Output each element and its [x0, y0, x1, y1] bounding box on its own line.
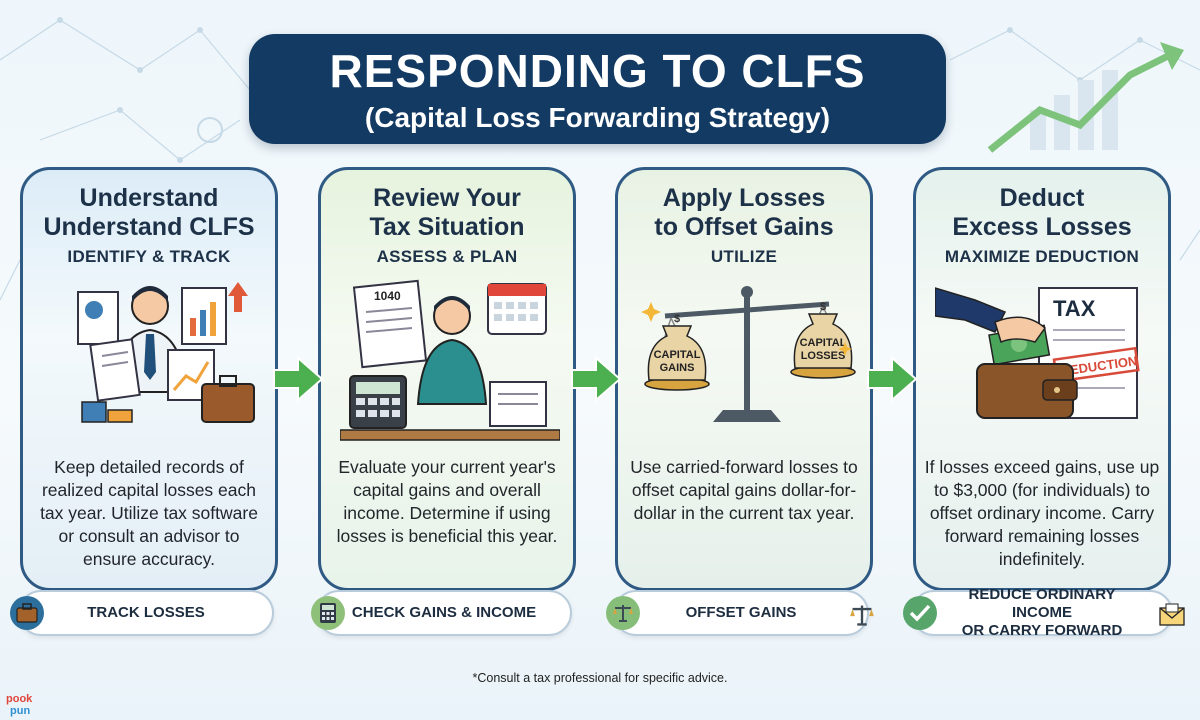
card-heading: Deduct Excess Losses — [922, 184, 1162, 242]
reduce-income-pill: REDUCE ORDINARY INCOME OR CARRY FORWARD — [911, 586, 1173, 639]
card-heading: Review Your Tax Situation — [327, 184, 567, 242]
bag-label-capital-right: CAPITAL — [800, 337, 847, 349]
card-heading-line1: Review Your — [373, 184, 521, 212]
card-heading-line2: Tax Situation — [369, 213, 525, 241]
envelope-icon — [1155, 598, 1189, 632]
card-heading: Apply Losses to Offset Gains — [624, 184, 864, 242]
card-description: Use carried-forward losses to offset cap… — [630, 457, 858, 523]
card-review-tax-situation: Review Your Tax Situation ASSESS & PLAN … — [318, 167, 576, 591]
card-subheading: MAXIMIZE DEDUCTION — [944, 247, 1140, 266]
card-description: Keep detailed records of realized capita… — [40, 457, 258, 569]
check-gains-income-pill: CHECK GAINS & INCOME — [316, 590, 572, 636]
tax-document-label: TAX — [1053, 296, 1096, 321]
pill-label: TRACK LOSSES — [87, 604, 205, 621]
form-1040-label: 1040 — [374, 289, 401, 303]
calculator-icon — [311, 596, 345, 630]
title-banner: RESPONDING TO CLFS (Capital Loss Forward… — [249, 34, 946, 144]
bag-label-gains: GAINS — [660, 362, 695, 374]
offset-gains-pill: OFFSET GAINS — [613, 590, 869, 636]
next-arrow-icon — [867, 355, 918, 403]
logo-line2: pun — [10, 705, 30, 717]
pill-label: OFFSET GAINS — [685, 604, 797, 621]
next-arrow-icon — [273, 355, 324, 403]
page-title: RESPONDING TO CLFS — [329, 45, 866, 97]
card-heading-line2: Excess Losses — [952, 213, 1132, 241]
page-subtitle: (Capital Loss Forwarding Strategy) — [364, 102, 831, 133]
card-heading: Understand Understand CLFS — [29, 184, 269, 242]
balance-scale-icon — [845, 598, 879, 632]
card-subheading: UTILIZE — [710, 247, 778, 266]
balance-scale-icon — [606, 596, 640, 630]
bag-label-capital: CAPITAL — [654, 349, 701, 361]
card-description: Evaluate your current year's capital gai… — [336, 457, 558, 546]
person-reviewing-taxes-illustration: 1040 — [340, 279, 560, 441]
card-description: If losses exceed gains, use up to $3,000… — [924, 457, 1160, 569]
card-understand-clfs: Understand Understand CLFS IDENTIFY & TR… — [20, 167, 278, 591]
briefcase-icon — [10, 596, 44, 630]
checkmark-icon — [903, 596, 937, 630]
person-with-documents-illustration — [77, 282, 255, 423]
pill-label: CHECK GAINS & INCOME — [351, 604, 537, 621]
bag-label-losses: LOSSES — [801, 350, 846, 362]
card-heading-line2: to Offset Gains — [654, 213, 834, 241]
svg-text:$: $ — [674, 313, 680, 325]
brand-logo: pook pun — [6, 693, 33, 717]
hand-deduction-illustration: TAX DEDUCTION — [935, 287, 1140, 419]
pill-label-line1: REDUCE ORDINARY INCOME — [968, 586, 1116, 621]
card-subheading: IDENTIFY & TRACK — [67, 247, 231, 266]
svg-text:$: $ — [820, 301, 826, 313]
track-losses-pill: TRACK LOSSES — [18, 590, 274, 636]
logo-line1: pook — [6, 693, 33, 705]
card-deduct-excess-losses: Deduct Excess Losses MAXIMIZE DEDUCTION … — [913, 167, 1171, 591]
balance-scale-illustration: $ $ CAPITAL GAINS CAPITAL LOSSES — [641, 286, 856, 422]
card-heading-line1: Deduct — [999, 184, 1085, 212]
pill-label-line2: OR CARRY FORWARD — [961, 622, 1123, 639]
card-subheading: ASSESS & PLAN — [376, 247, 518, 266]
next-arrow-icon — [571, 355, 622, 403]
pill-label: REDUCE ORDINARY INCOME OR CARRY FORWARD — [947, 586, 1137, 640]
card-heading-line1: Apply Losses — [662, 184, 826, 212]
card-heading-line2: Understand CLFS — [43, 213, 255, 241]
card-apply-losses: Apply Losses to Offset Gains UTILIZE $ $… — [615, 167, 873, 591]
card-heading-line1: Understand — [79, 184, 219, 212]
disclaimer-text: *Consult a tax professional for specific… — [472, 671, 728, 685]
